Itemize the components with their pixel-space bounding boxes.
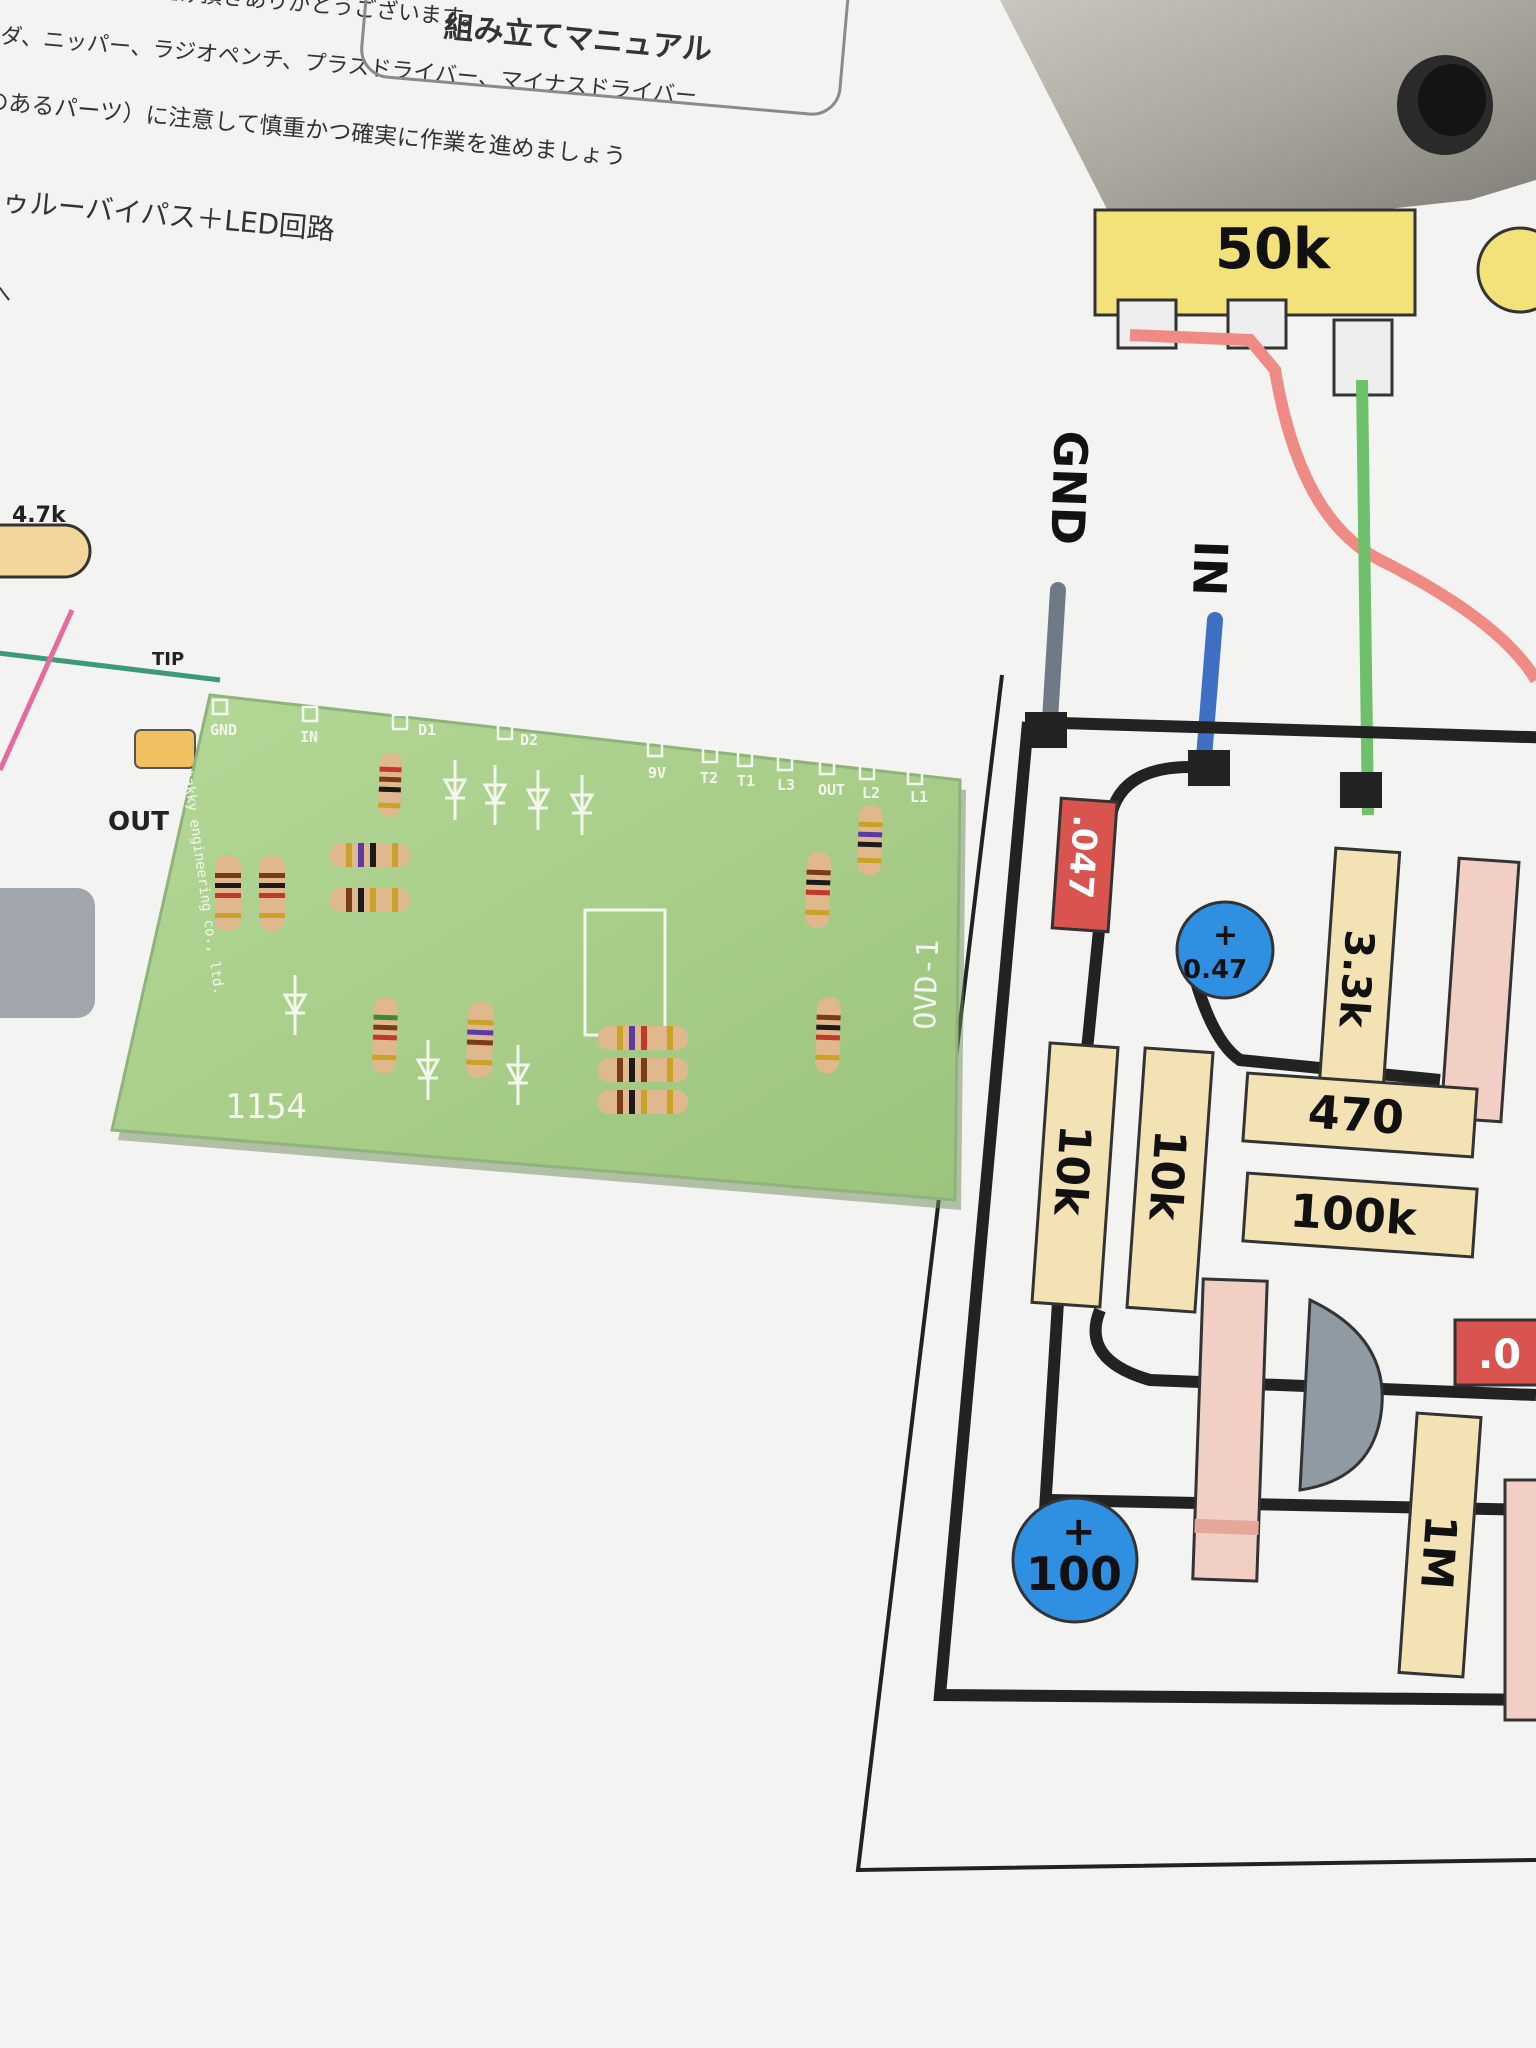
out-label: OUT <box>108 807 169 837</box>
resistor-1m: 1M <box>1397 1411 1483 1679</box>
gnd-label: GND <box>1040 430 1098 546</box>
svg-text:+: + <box>1062 1509 1096 1555</box>
pcb-model-label: OVD-1 <box>908 939 946 1030</box>
green-wire <box>1356 379 1374 816</box>
pcb-resistor-7 <box>466 1001 494 1079</box>
svg-text:10k: 10k <box>1043 1123 1100 1219</box>
pcb-resistor-1 <box>378 752 402 818</box>
pcb-pads <box>211 698 924 786</box>
resistor-3-3k: 3.3k <box>1314 846 1402 1134</box>
pad-label-in: IN <box>300 728 318 746</box>
pad-label-gnd: GND <box>210 721 237 739</box>
pad-signal <box>1340 772 1382 808</box>
pad-label-d1: D1 <box>418 721 436 739</box>
pcb-resistor-8 <box>598 1026 688 1050</box>
gnd-wire <box>1042 582 1066 728</box>
metal-enclosure <box>1000 0 1536 235</box>
pad-label-l3: L3 <box>777 776 795 794</box>
resistor-pink-tall <box>1191 1277 1269 1583</box>
pad-label-out: OUT <box>818 781 845 799</box>
in-wire <box>1195 612 1223 778</box>
green-trace <box>0 650 221 683</box>
svg-text:.047: .047 <box>1059 814 1105 900</box>
potentiometer-body <box>1093 208 1417 317</box>
trace-lower <box>1089 1307 1536 1401</box>
res-4-7k-label: 4.7k <box>12 503 67 528</box>
resistor-4-7k <box>0 523 92 579</box>
diode-symbols <box>282 760 595 1105</box>
pad-label-t1: T1 <box>737 772 755 790</box>
pcb-resistor-11 <box>805 851 831 929</box>
svg-text:+: + <box>1213 918 1238 953</box>
manual-line-t: Tへ <box>0 280 12 308</box>
svg-text:470: 470 <box>1306 1084 1406 1145</box>
svg-text:3.3k: 3.3k <box>1329 928 1382 1030</box>
resistor-10k-a: 10k <box>1030 1041 1120 1309</box>
outer-trace <box>933 716 1536 1706</box>
pcb-resistor-5 <box>259 855 285 931</box>
tip-lug <box>134 729 196 769</box>
transistor <box>1298 1297 1384 1492</box>
pcb-resistor-10 <box>598 1090 688 1114</box>
pink-trace <box>0 608 75 772</box>
pcb-resistor-9 <box>598 1058 688 1082</box>
resistor-100k: 100k <box>1241 1171 1479 1259</box>
pcb-board: GND IN D1 D2 9V T2 T1 L3 OUT L2 L1 OVD-1… <box>110 693 966 1210</box>
red-wire <box>1129 329 1536 684</box>
pcb-resistor-4 <box>215 855 241 931</box>
tip-label: TIP <box>152 649 184 670</box>
pcb-resistor-6 <box>372 996 398 1074</box>
svg-text:.0: .0 <box>1478 1332 1521 1378</box>
cap-partial: .0 <box>1453 1318 1536 1387</box>
pot-label: 50k <box>1215 217 1332 282</box>
pcb-resistor-2 <box>330 843 410 867</box>
svg-text:10k: 10k <box>1138 1128 1195 1224</box>
svg-text:1M: 1M <box>1410 1513 1466 1591</box>
pcb-resistor-12 <box>857 804 883 876</box>
pcb-serial: 1154 <box>225 1087 307 1127</box>
footswitch-gray <box>0 888 95 1018</box>
pad-label-l1: L1 <box>910 788 928 806</box>
svg-text:100: 100 <box>1026 1547 1122 1601</box>
pcb-resistors <box>215 752 883 1114</box>
pad-gnd <box>1025 712 1067 748</box>
pcb-resistor-13 <box>815 996 841 1074</box>
pad-label-9v: 9V <box>648 764 666 782</box>
resistor-470: 470 <box>1241 1071 1479 1159</box>
pcb-resistor-3 <box>330 888 410 912</box>
pad-label-t2: T2 <box>700 769 718 787</box>
left-diagram: 4.7k TIP OUT <box>0 503 221 1018</box>
resistor-10k-b: 10k <box>1125 1046 1215 1314</box>
cap-047: .047 <box>1050 796 1119 934</box>
svg-text:100k: 100k <box>1288 1183 1419 1246</box>
resistor-pink-edge <box>1503 1478 1536 1722</box>
in-label: IN <box>1182 540 1238 597</box>
pad-label-d2: D2 <box>520 731 538 749</box>
schematic: 50k GND IN .047 3.3k <box>855 208 1536 1873</box>
svg-text:0.47: 0.47 <box>1183 955 1247 985</box>
ecap-100: + 100 <box>1011 1496 1139 1624</box>
ecap-047: + 0.47 <box>1175 900 1275 1000</box>
pad-label-l2: L2 <box>862 784 880 802</box>
